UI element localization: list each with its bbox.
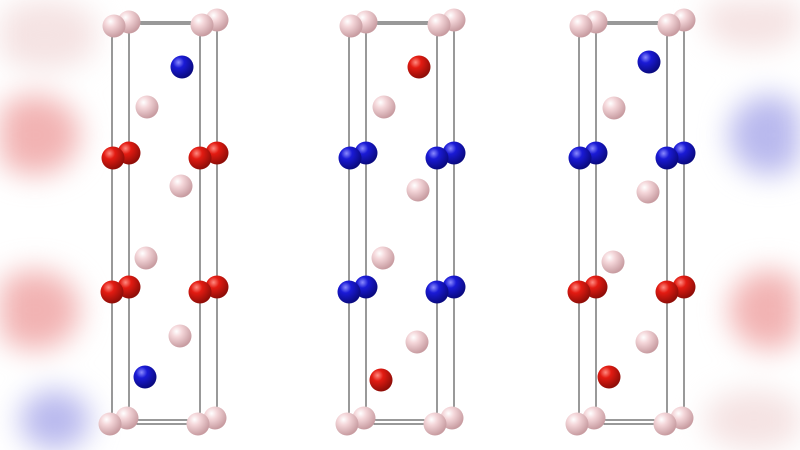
blurred-blob [0, 0, 96, 70]
corner-pink-atom [190, 13, 214, 37]
layer-red-atom [100, 280, 124, 304]
unit-cell-frame [348, 21, 455, 425]
blurred-blob [729, 270, 800, 350]
layer-red-atom [567, 280, 591, 304]
layer-red-atom [188, 146, 212, 170]
corner-pink-atom [569, 14, 593, 38]
interior-pink-atom [601, 250, 625, 274]
unit-cell-3 [565, 8, 696, 436]
unit-cell-1 [98, 8, 229, 436]
interior-pink-atom [168, 324, 192, 348]
interior-red-atom [369, 368, 393, 392]
unit-cell-frame [111, 21, 218, 425]
interior-pink-atom [135, 95, 159, 119]
layer-blue-atom [338, 146, 362, 170]
unit-cell-frame [578, 21, 685, 425]
corner-pink-atom [102, 14, 126, 38]
interior-pink-atom [134, 246, 158, 270]
corner-pink-atom [186, 412, 210, 436]
blurred-blob [704, 390, 800, 450]
interior-pink-atom [636, 180, 660, 204]
blurred-blob [729, 95, 800, 175]
corner-pink-atom [427, 13, 451, 37]
corner-pink-atom [423, 412, 447, 436]
layer-red-atom [188, 280, 212, 304]
interior-red-atom [597, 365, 621, 389]
interior-pink-atom [406, 178, 430, 202]
unit-cell-2 [335, 8, 466, 436]
blurred-blob [0, 95, 80, 175]
blurred-blob [704, 0, 800, 50]
corner-pink-atom [98, 412, 122, 436]
corner-pink-atom [657, 13, 681, 37]
layer-blue-atom [568, 146, 592, 170]
interior-pink-atom [169, 174, 193, 198]
interior-red-atom [407, 55, 431, 79]
layer-blue-atom [425, 280, 449, 304]
right-blurred-edge [704, 0, 800, 450]
blurred-blob [0, 270, 80, 350]
interior-pink-atom [635, 330, 659, 354]
interior-pink-atom [371, 246, 395, 270]
layer-blue-atom [425, 146, 449, 170]
layer-blue-atom [337, 280, 361, 304]
corner-pink-atom [565, 412, 589, 436]
interior-pink-atom [602, 96, 626, 120]
blurred-blob [20, 390, 90, 450]
interior-pink-atom [372, 95, 396, 119]
corner-pink-atom [339, 14, 363, 38]
layer-red-atom [101, 146, 125, 170]
left-blurred-edge [0, 0, 96, 450]
interior-blue-atom [637, 50, 661, 74]
corner-pink-atom [653, 412, 677, 436]
corner-pink-atom [335, 412, 359, 436]
interior-blue-atom [170, 55, 194, 79]
interior-pink-atom [405, 330, 429, 354]
interior-blue-atom [133, 365, 157, 389]
layer-blue-atom [655, 146, 679, 170]
layer-red-atom [655, 280, 679, 304]
